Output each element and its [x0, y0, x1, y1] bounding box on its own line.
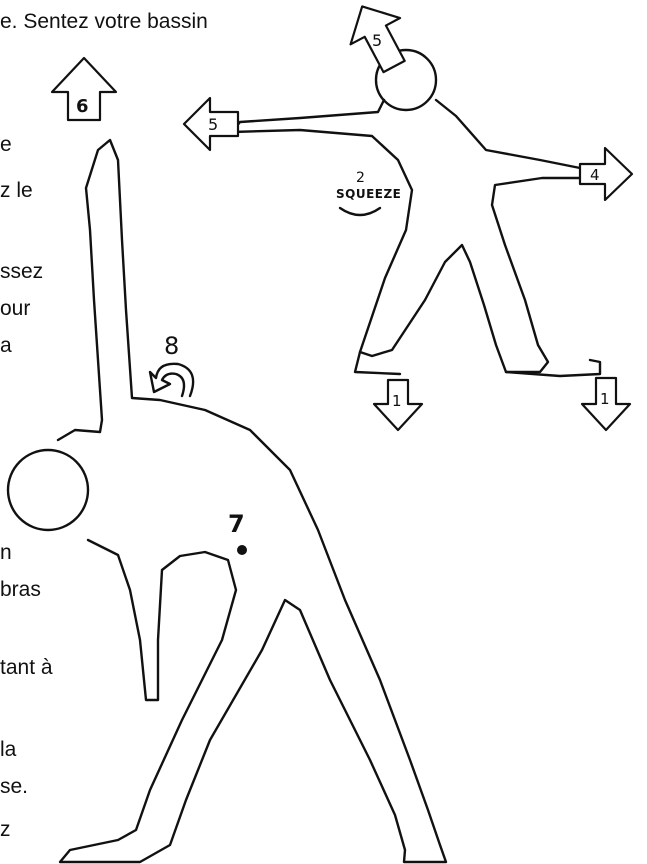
star-pose-figure: 5 5 4 1 1 2 SQUEEZE: [184, 0, 632, 430]
arrow-right-4-label: 4: [590, 166, 600, 184]
arrow-left-5: 5: [184, 98, 238, 150]
squeeze-annotation: 2 SQUEEZE: [336, 170, 401, 215]
arrow-up-6: 6: [52, 58, 116, 120]
point-annotation: 7: [228, 510, 247, 555]
arrow-down-right-1-label: 1: [600, 390, 610, 408]
arrow-down-left-1-label: 1: [392, 392, 402, 410]
squeeze-label: SQUEEZE: [336, 187, 401, 201]
arrow-up-5-label: 5: [372, 31, 382, 50]
lower-figure-body: [58, 140, 446, 862]
triangle-pose-figure: 6 8 7: [8, 58, 446, 862]
rotation-arrow-icon: [150, 364, 193, 396]
rotation-number: 8: [164, 332, 179, 360]
upper-figure-right-foot: [506, 360, 600, 376]
lower-figure-head: [8, 450, 88, 530]
point-number: 7: [228, 510, 245, 538]
upper-figure-body: [232, 100, 585, 372]
point-dot-icon: [237, 545, 247, 555]
squeeze-number: 2: [356, 170, 365, 186]
arrow-down-right-1: 1: [582, 378, 630, 430]
arrow-right-4: 4: [580, 148, 632, 200]
arrow-down-left-1: 1: [374, 380, 422, 430]
squeeze-curve-icon: [340, 208, 380, 215]
arrow-up-6-label: 6: [76, 96, 89, 117]
rotation-annotation: 8: [150, 332, 193, 396]
arrow-left-5-label: 5: [208, 115, 218, 134]
